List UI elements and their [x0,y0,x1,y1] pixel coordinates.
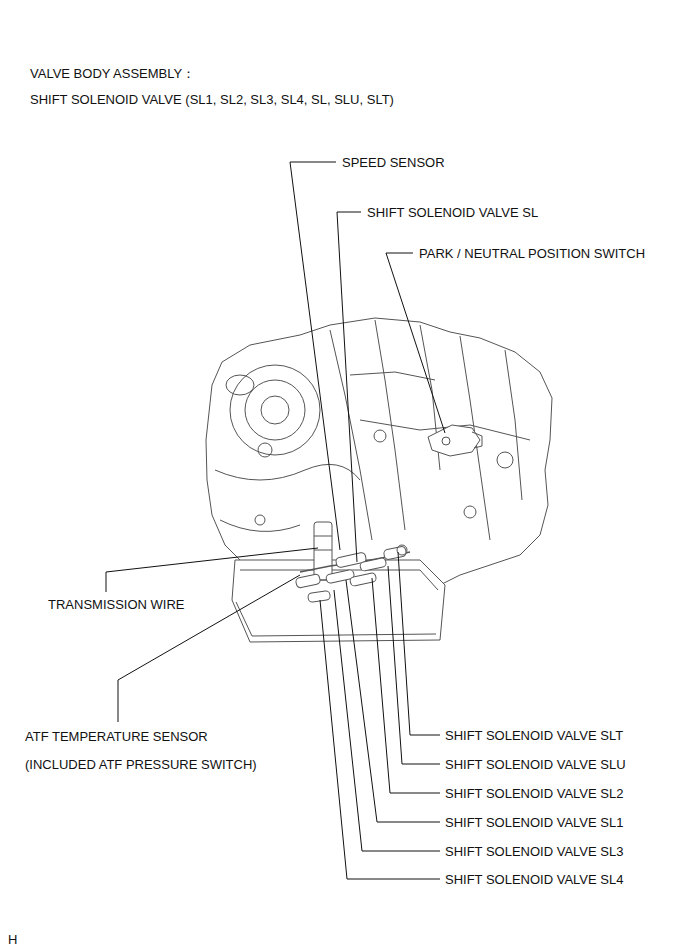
part-label: SHIFT SOLENOID VALVE SLT [445,728,623,743]
part-label: PARK / NEUTRAL POSITION SWITCH [419,246,645,261]
part-label: ATF TEMPERATURE SENSOR [25,729,208,744]
part-label: SHIFT SOLENOID VALVE SL4 [445,872,623,887]
part-label: SHIFT SOLENOID VALVE SL1 [445,815,623,830]
part-label: TRANSMISSION WIRE [48,597,185,612]
part-label: SHIFT SOLENOID VALVE SL [367,205,538,220]
heading: VALVE BODY ASSEMBLY： [30,66,195,81]
part-label: SHIFT SOLENOID VALVE SL3 [445,844,623,859]
figure-code: H [8,932,17,947]
part-label: SPEED SENSOR [342,155,445,170]
part-label: SHIFT SOLENOID VALVE SLU [445,757,626,772]
part-note: (INCLUDED ATF PRESSURE SWITCH) [25,757,257,772]
heading: SHIFT SOLENOID VALVE (SL1, SL2, SL3, SL4… [30,92,394,107]
part-label: SHIFT SOLENOID VALVE SL2 [445,786,623,801]
